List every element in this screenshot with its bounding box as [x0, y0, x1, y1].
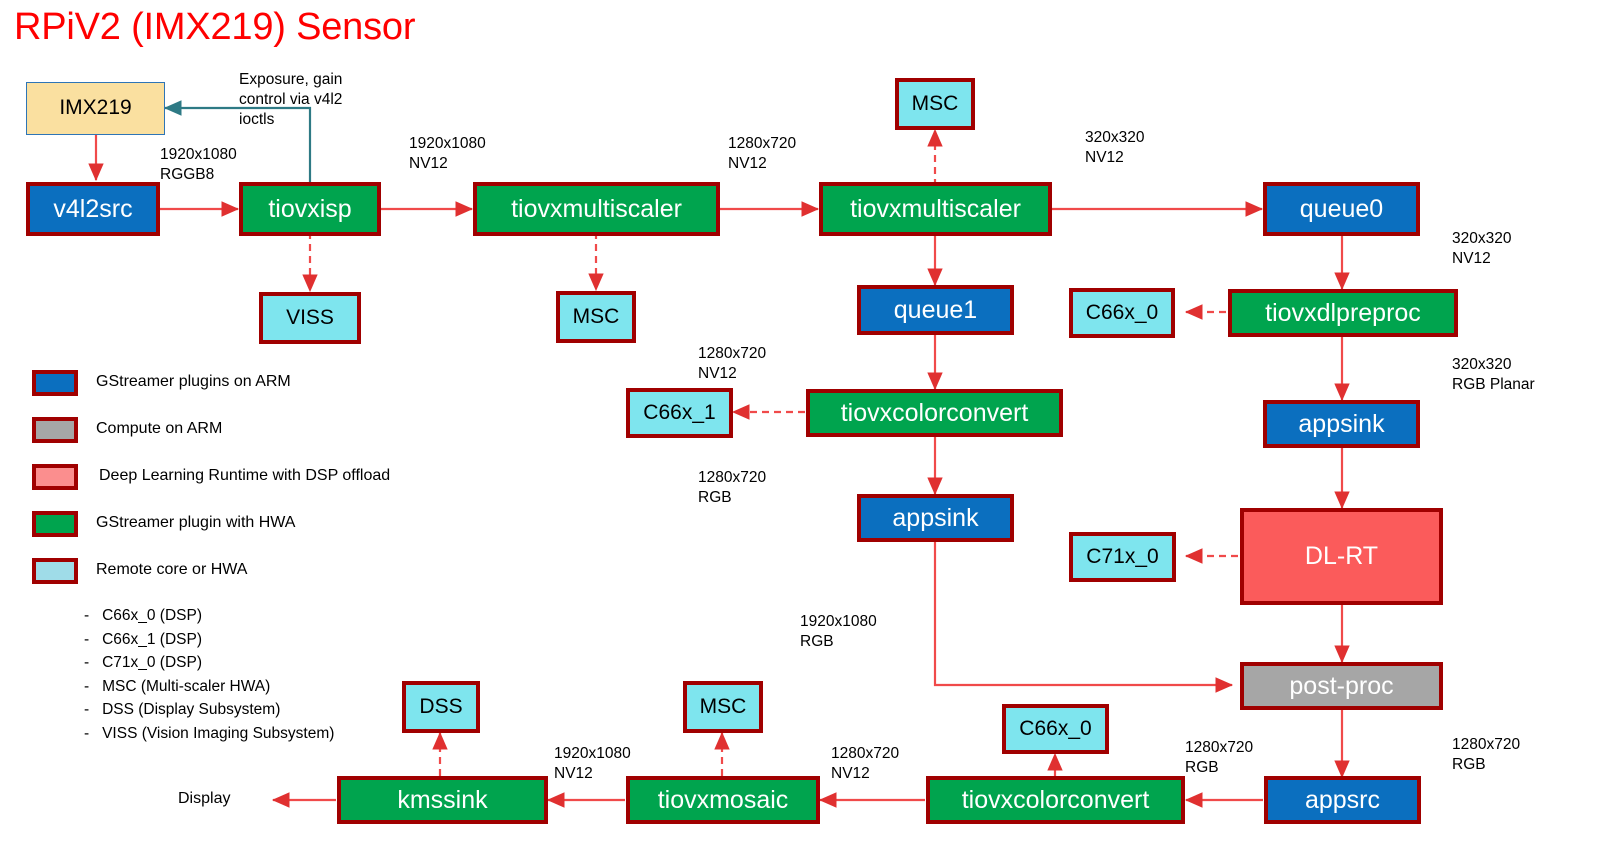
- node-c71x-0[interactable]: C71x_0: [1069, 532, 1176, 582]
- node-tiovxisp[interactable]: tiovxisp: [239, 182, 381, 236]
- node-tiovxcolorconvert-mid-label: tiovxcolorconvert: [840, 398, 1029, 427]
- legend-swatch-gstreamer-hwa: [32, 511, 78, 537]
- node-appsink-right-label: appsink: [1298, 409, 1385, 438]
- node-msc-1-label: MSC: [572, 304, 620, 328]
- caption-v4l2-control: Exposure, gain control via v4l2 ioctls: [239, 71, 343, 128]
- legend-swatch-remote-core: [32, 558, 78, 584]
- node-msc-3[interactable]: MSC: [683, 681, 763, 733]
- node-appsink-mid-label: appsink: [892, 503, 979, 532]
- caption-rggb: 1920x1080 RGGB8: [160, 146, 237, 183]
- legend-label-remote-core: Remote core or HWA: [96, 561, 248, 578]
- node-tiovxcolorconvert-mid[interactable]: tiovxcolorconvert: [806, 389, 1063, 437]
- node-kmssink[interactable]: kmssink: [337, 776, 548, 824]
- node-appsrc[interactable]: appsrc: [1264, 776, 1421, 824]
- caption-postproc-out: 1280x720 RGB: [1452, 736, 1521, 773]
- caption-cc-bottom-out: 1280x720 NV12: [831, 745, 900, 782]
- node-tiovxcolorconvert-bottom-label: tiovxcolorconvert: [961, 785, 1150, 814]
- node-appsink-right[interactable]: appsink: [1263, 400, 1420, 448]
- node-appsink-mid[interactable]: appsink: [857, 494, 1014, 542]
- caption-isp-out: 1920x1080 NV12: [409, 135, 486, 172]
- node-appsrc-label: appsrc: [1304, 785, 1381, 814]
- node-dss[interactable]: DSS: [402, 681, 480, 733]
- node-v4l2src-label: v4l2src: [53, 194, 133, 223]
- node-tiovxmultiscaler-2-label: tiovxmultiscaler: [850, 194, 1021, 223]
- node-v4l2src[interactable]: v4l2src: [26, 182, 160, 236]
- node-c66x-1-label: C66x_1: [643, 400, 716, 424]
- legend-swatch-dlrt: [32, 464, 78, 490]
- node-c66x-0-bottom[interactable]: C66x_0: [1002, 704, 1109, 754]
- node-dlrt-label: DL-RT: [1304, 542, 1379, 571]
- node-queue1[interactable]: queue1: [857, 285, 1014, 335]
- legend-label-dlrt: Deep Learning Runtime with DSP offload: [99, 467, 391, 484]
- node-c66x-0-bottom-label: C66x_0: [1019, 716, 1092, 740]
- node-postproc[interactable]: post-proc: [1240, 662, 1443, 710]
- node-tiovxmultiscaler-1[interactable]: tiovxmultiscaler: [473, 182, 720, 236]
- node-tiovxdlpreproc[interactable]: tiovxdlpreproc: [1228, 289, 1458, 337]
- node-c66x-0-preproc-label: C66x_0: [1085, 300, 1159, 324]
- caption-mosaic-out: 1920x1080 NV12: [554, 745, 631, 782]
- node-tiovxmultiscaler-1-label: tiovxmultiscaler: [511, 194, 682, 223]
- legend-label-gstreamer-arm: GStreamer plugins on ARM: [96, 373, 291, 390]
- node-tiovxcolorconvert-bottom[interactable]: tiovxcolorconvert: [926, 776, 1185, 824]
- node-c71x-0-label: C71x_0: [1086, 544, 1159, 568]
- legend-abbreviation-list: - C66x_0 (DSP) - C66x_1 (DSP) - C71x_0 (…: [84, 607, 335, 742]
- node-kmssink-label: kmssink: [397, 785, 488, 814]
- legend-label-gstreamer-hwa: GStreamer plugin with HWA: [96, 514, 296, 531]
- caption-preproc-out: 320x320 RGB Planar: [1452, 356, 1535, 393]
- node-imx219[interactable]: IMX219: [26, 82, 165, 135]
- node-msc-2-label: MSC: [911, 91, 959, 115]
- node-queue0[interactable]: queue0: [1263, 182, 1420, 236]
- node-dlrt[interactable]: DL-RT: [1240, 508, 1443, 605]
- node-queue0-label: queue0: [1299, 194, 1384, 223]
- caption-ms1-out: 1280x720 NV12: [728, 135, 797, 172]
- node-viss[interactable]: VISS: [259, 292, 361, 344]
- caption-ms2-out: 320x320 NV12: [1085, 129, 1145, 166]
- node-tiovxmosaic-label: tiovxmosaic: [657, 785, 789, 814]
- node-imx219-label: IMX219: [59, 96, 132, 120]
- caption-cc-mid-out: 1280x720 RGB: [698, 469, 767, 506]
- page-title: RPiV2 (IMX219) Sensor: [14, 6, 416, 48]
- node-postproc-label: post-proc: [1289, 671, 1394, 700]
- legend-swatch-gstreamer-arm: [32, 370, 78, 396]
- node-c66x-1[interactable]: C66x_1: [626, 388, 733, 438]
- node-queue1-label: queue1: [893, 295, 978, 324]
- node-msc-2[interactable]: MSC: [895, 78, 975, 130]
- node-dss-label: DSS: [419, 694, 463, 718]
- node-viss-label: VISS: [286, 305, 334, 329]
- caption-queue1-out: 1280x720 NV12: [698, 345, 767, 382]
- node-tiovxmultiscaler-2[interactable]: tiovxmultiscaler: [819, 182, 1052, 236]
- caption-queue0-out: 320x320 NV12: [1452, 230, 1512, 267]
- node-msc-3-label: MSC: [699, 694, 747, 718]
- node-tiovxisp-label: tiovxisp: [268, 194, 352, 223]
- legend-swatch-compute-arm: [32, 417, 78, 443]
- node-msc-1[interactable]: MSC: [556, 291, 636, 343]
- caption-appsrc-out: 1280x720 RGB: [1185, 739, 1254, 776]
- node-tiovxmosaic[interactable]: tiovxmosaic: [626, 776, 820, 824]
- caption-display: Display: [178, 790, 231, 807]
- node-tiovxdlpreproc-label: tiovxdlpreproc: [1265, 298, 1421, 327]
- legend-label-compute-arm: Compute on ARM: [96, 420, 223, 437]
- node-c66x-0-preproc[interactable]: C66x_0: [1069, 288, 1175, 338]
- caption-appsink-mid-out: 1920x1080 RGB: [800, 613, 877, 650]
